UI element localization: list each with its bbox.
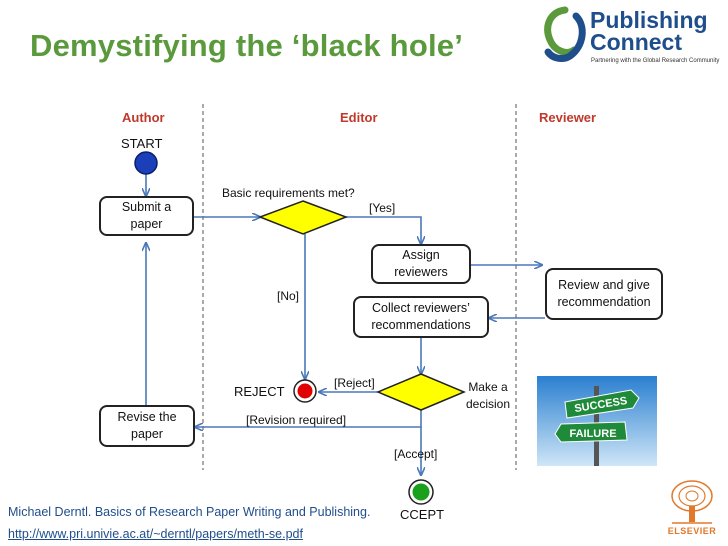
assign-reviewers-box: Assign reviewers xyxy=(371,244,471,284)
source-link[interactable]: http://www.pri.univie.ac.at/~derntl/pape… xyxy=(8,527,303,541)
logo-text-connect: Connect xyxy=(590,29,682,55)
elsevier-wordmark: ELSEVIER xyxy=(667,526,717,536)
start-node-icon xyxy=(134,151,158,175)
basic-requirements-diamond xyxy=(257,200,349,235)
lane-header-editor: Editor xyxy=(340,110,378,125)
basic-requirements-label: Basic requirements met? xyxy=(222,186,355,200)
decision-diamond xyxy=(376,373,466,411)
success-failure-signs-image: SUCCESS FAILURE xyxy=(537,376,657,466)
submit-paper-box: Submit a paper xyxy=(99,196,194,236)
accept-label: CCEPT xyxy=(400,507,445,522)
accept-guard-label: [Accept] xyxy=(394,447,438,461)
make-decision-label: Make a decision xyxy=(465,380,511,411)
no-guard-label: [No] xyxy=(277,289,300,303)
logo-text-publishing: Publishing xyxy=(590,7,708,33)
lane-header-author: Author xyxy=(122,110,165,125)
publishing-connect-swirl-icon xyxy=(544,6,586,63)
reject-label: REJECT xyxy=(234,384,285,399)
reject-guard-label: [Reject] xyxy=(334,376,375,390)
yes-guard-label: [Yes] xyxy=(369,201,396,215)
revise-paper-box: Revise the paper xyxy=(99,405,195,447)
collect-recommendations-box: Collect reviewers’ recommendations xyxy=(353,296,489,338)
publishing-connect-logo: Publishing Connect Partnering with the G… xyxy=(542,6,722,70)
elsevier-tree-icon xyxy=(664,478,720,526)
lane-header-reviewer: Reviewer xyxy=(539,110,597,125)
elsevier-logo: ELSEVIER xyxy=(664,478,720,538)
arrow-yes-to-assign xyxy=(346,216,421,244)
slide-title: Demystifying the ‘black hole’ xyxy=(30,28,464,63)
reject-node-icon xyxy=(297,383,313,399)
failure-sign-text: FAILURE xyxy=(569,428,616,440)
review-recommendation-box: Review and give recommendation xyxy=(545,268,663,320)
revision-guard-label: [Revision required] xyxy=(246,413,347,427)
source-credit: Michael Derntl. Basics of Research Paper… xyxy=(8,505,371,519)
logo-tagline: Partnering with the Global Research Comm… xyxy=(591,58,720,64)
accept-node-icon xyxy=(412,483,430,501)
start-label: START xyxy=(121,136,163,151)
